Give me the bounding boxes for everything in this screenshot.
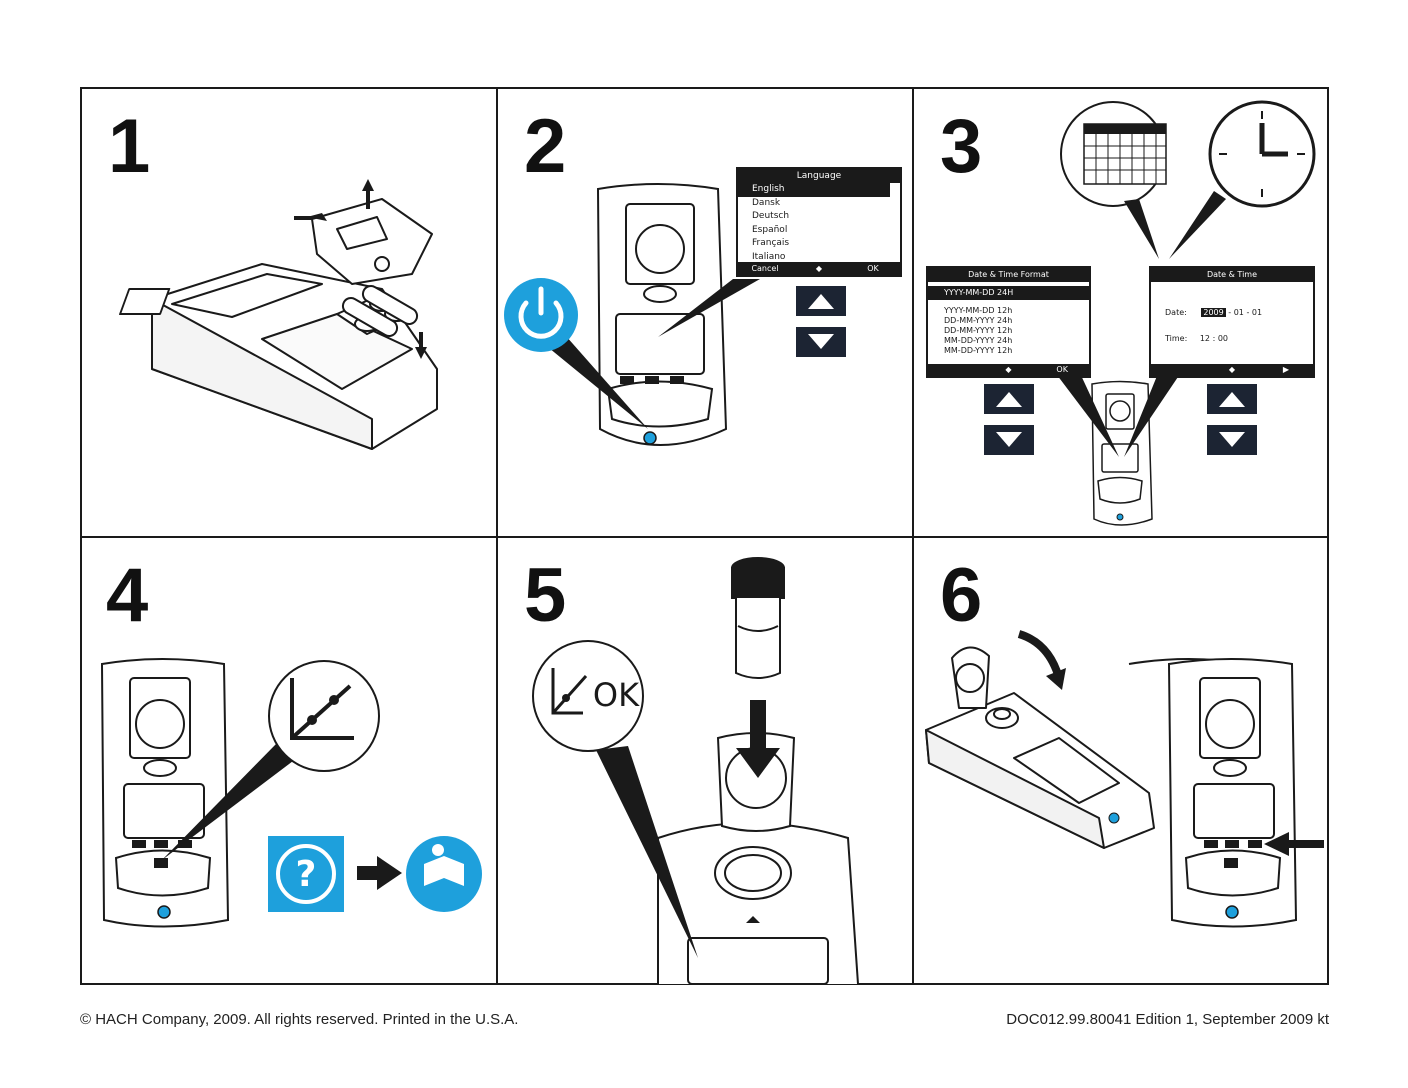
list-item[interactable]: DD-MM-YYYY 24h — [944, 316, 1013, 325]
copyright-text: © HACH Company, 2009. All rights reserve… — [80, 1011, 519, 1028]
time-hour-field[interactable]: 12 — [1199, 334, 1211, 343]
battery-install-illustration — [119, 179, 438, 450]
blank-softkey[interactable] — [928, 364, 982, 376]
screen-title: Date & Time Format — [928, 268, 1089, 282]
step-number: 6 — [940, 553, 983, 638]
nav-softkey[interactable]: ◆ — [1228, 365, 1236, 374]
list-item[interactable]: YYYY-MM-DD 12h — [944, 306, 1013, 315]
nav-softkey[interactable]: ◆ — [815, 264, 823, 273]
power-on-illustration — [504, 183, 846, 446]
down-arrow-button — [796, 327, 846, 357]
power-button-icon — [643, 431, 657, 445]
list-item[interactable]: Deutsch — [752, 211, 790, 221]
date-day-field[interactable]: 01 — [1251, 308, 1263, 317]
sample-vial-icon — [731, 557, 785, 679]
time-label: Time: — [1165, 334, 1188, 343]
panel-5: 5 — [498, 538, 912, 985]
date-time-illustration — [984, 100, 1316, 526]
ok-softkey[interactable]: OK — [867, 264, 879, 273]
calibration-curve-illustration: ? — [100, 658, 482, 928]
svg-text:?: ? — [296, 854, 317, 895]
panel-6: 6 — [914, 538, 1329, 985]
help-icon — [268, 836, 344, 912]
panel-4: 4 — [82, 538, 496, 985]
list-item[interactable]: MM-DD-YYYY 12h — [944, 346, 1013, 355]
date-year-field[interactable]: 2009 — [1201, 308, 1226, 317]
language-screen: Language English Dansk Deutsch Español F… — [736, 167, 902, 277]
panel-2: 2 — [498, 89, 912, 536]
selected-format[interactable]: YYYY-MM-DD 24H — [928, 286, 1089, 300]
list-item[interactable]: English — [738, 183, 890, 197]
step-number: 2 — [524, 104, 567, 189]
list-item[interactable]: DD-MM-YYYY 12h — [944, 326, 1013, 335]
date-label: Date: — [1165, 308, 1187, 317]
calibration-curve-icon — [268, 660, 380, 772]
list-item[interactable]: Dansk — [752, 197, 781, 208]
date-time-screen: Date & Time Date: 2009 - 01 - 01 Time: 1… — [1149, 266, 1315, 378]
next-softkey[interactable]: ▶ — [1282, 365, 1290, 374]
blank-softkey[interactable] — [1151, 364, 1205, 376]
document-id: DOC012.99.80041 Edition 1, September 200… — [1006, 1011, 1329, 1028]
ok-softkey[interactable]: OK — [1056, 365, 1068, 374]
step-number: 3 — [940, 104, 983, 189]
panel-1: 1 — [82, 89, 496, 536]
step-number: 4 — [106, 553, 149, 638]
list-item[interactable]: Français — [752, 238, 790, 248]
close-lid-illustration — [925, 630, 1324, 928]
nav-softkey[interactable]: ◆ — [1005, 365, 1012, 374]
up-arrow-button — [796, 286, 846, 316]
list-item[interactable]: MM-DD-YYYY 24h — [944, 336, 1013, 345]
time-minute-field[interactable]: 00 — [1217, 334, 1228, 343]
instruction-grid: 1 — [80, 87, 1329, 985]
list-item[interactable]: Italiano — [752, 251, 786, 262]
read-ok-icon — [532, 640, 644, 752]
screen-title: Language — [738, 169, 900, 183]
ok-label: OK — [593, 676, 640, 714]
cancel-softkey[interactable]: Cancel — [751, 264, 779, 273]
step-number: 1 — [108, 104, 151, 189]
step-number: 5 — [524, 553, 567, 638]
grid-divider-h — [82, 536, 1327, 538]
date-time-format-screen: Date & Time Format YYYY-MM-DD 24H YYYY-M… — [926, 266, 1091, 378]
date-month-field[interactable]: 01 — [1233, 308, 1244, 317]
list-item[interactable]: Español — [752, 224, 788, 235]
screen-title: Date & Time — [1151, 268, 1313, 282]
panel-3: 3 — [914, 89, 1329, 536]
insert-sample-illustration: OK — [532, 557, 859, 985]
